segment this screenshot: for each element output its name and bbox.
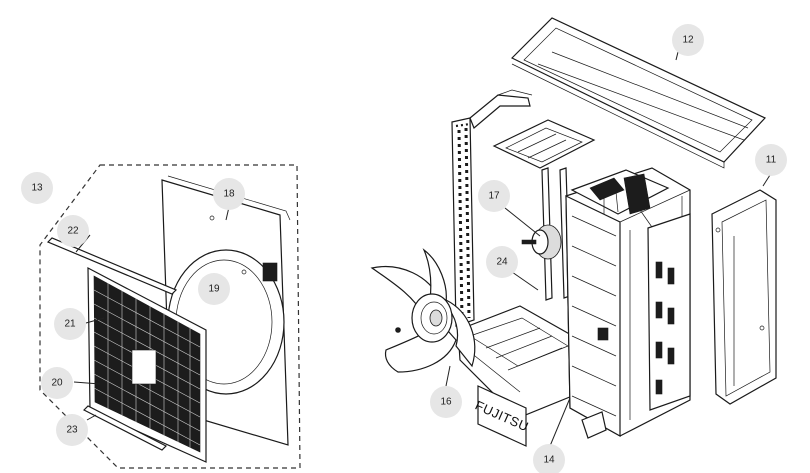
callout-11: 11 (755, 144, 787, 176)
callout-label: 20 (51, 378, 63, 389)
callout-21: 21 (54, 308, 86, 340)
callout-19: 19 (198, 273, 230, 305)
callout-12: 12 (672, 24, 704, 56)
front-panel-group-outline (39, 164, 301, 469)
callout-22: 22 (57, 215, 89, 247)
callout-label: 18 (223, 189, 235, 200)
callout-20: 20 (41, 367, 73, 399)
callout-24: 24 (486, 246, 518, 278)
callout-16: 16 (430, 386, 462, 418)
callout-label: 19 (208, 284, 220, 295)
callout-17: 17 (478, 180, 510, 212)
callout-label: 13 (31, 183, 43, 194)
mounting-foot (581, 411, 607, 439)
side-cover (711, 189, 777, 405)
fan-guard-grille (87, 266, 207, 463)
callout-13: 13 (21, 172, 53, 204)
compressor-assembly (570, 169, 670, 231)
propeller-fan (370, 248, 476, 373)
callout-label: 21 (64, 319, 76, 330)
callout-label: 24 (496, 257, 508, 268)
fan-motor (521, 224, 562, 260)
callout-23: 23 (56, 414, 88, 446)
top-cover (510, 17, 767, 169)
callout-label: 17 (488, 191, 500, 202)
service-valves (647, 213, 691, 411)
callout-label: 23 (66, 425, 78, 436)
callout-label: 14 (543, 455, 555, 466)
callout-label: 22 (67, 226, 79, 237)
heat-exchanger-coil (451, 89, 533, 327)
callout-14: 14 (533, 444, 565, 473)
callout-label: 11 (766, 155, 777, 166)
callout-18: 18 (213, 178, 245, 210)
callout-label: 12 (682, 35, 694, 46)
bottom-trim-strip (82, 405, 168, 451)
top-trim-strip (46, 237, 178, 295)
callout-label: 16 (440, 397, 452, 408)
